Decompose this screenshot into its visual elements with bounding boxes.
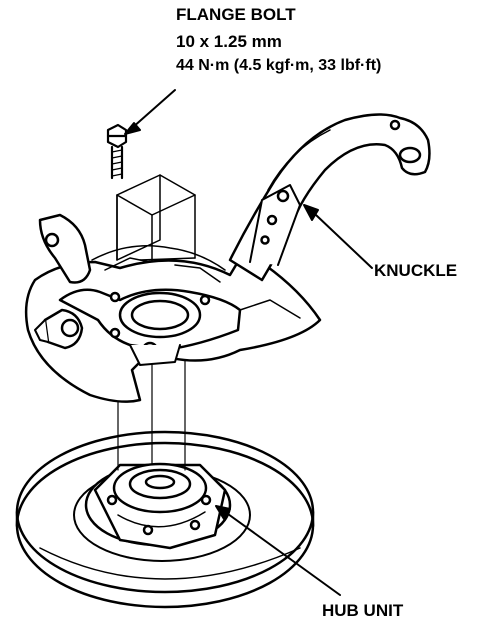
flange-bolt-leader [131, 89, 176, 129]
knuckle [24, 113, 431, 403]
knuckle-leader [315, 214, 373, 269]
flange-bolt-arrow [124, 122, 141, 135]
flange-bolt [106, 123, 128, 180]
knuckle-arrow [303, 204, 319, 221]
flange-bolt-label: FLANGE BOLT [176, 5, 296, 24]
flange-bolt-torque: 44 N·m (4.5 kgf·m, 33 lbf·ft) [176, 57, 382, 74]
flange-bolt-size: 10 x 1.25 mm [176, 32, 282, 51]
leader-lines [124, 89, 373, 596]
hub-unit-leader [227, 513, 341, 596]
hub-unit-label: HUB UNIT [322, 601, 404, 620]
knuckle-label: KNUCKLE [374, 261, 458, 280]
hub-unit-arrow [215, 505, 231, 520]
